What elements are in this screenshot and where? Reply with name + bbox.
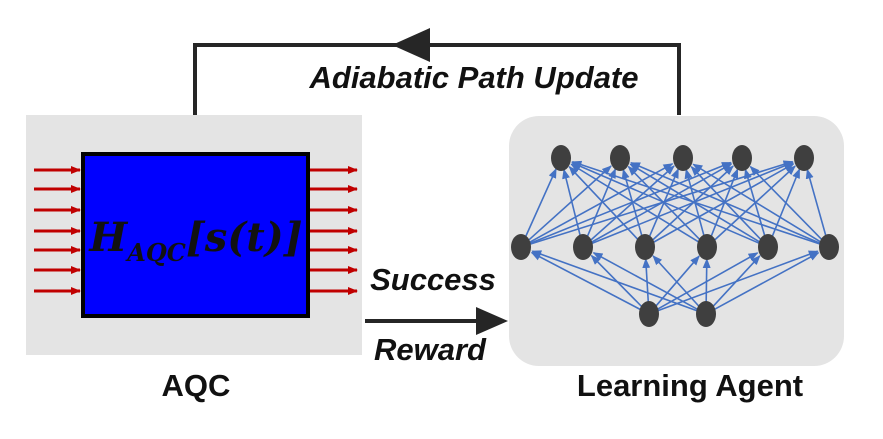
network-edge xyxy=(657,252,759,310)
network-edge xyxy=(651,165,734,241)
network-edge xyxy=(568,165,639,241)
network-edge xyxy=(571,162,760,244)
network-node-hidden xyxy=(573,234,593,260)
feedback-arrow-head-icon xyxy=(392,28,430,62)
aqc-hamiltonian-box xyxy=(81,152,310,318)
network-edge xyxy=(570,163,699,243)
network-edge xyxy=(712,255,761,308)
network-edge xyxy=(621,168,644,238)
network-node-hidden xyxy=(819,234,839,260)
network-edge xyxy=(744,168,766,238)
feedback-path-line xyxy=(193,43,681,115)
network-edge xyxy=(530,251,641,311)
network-node-output xyxy=(732,145,752,171)
network-edge xyxy=(805,168,828,238)
reward-arrow-head-icon xyxy=(476,307,508,335)
learning-agent-block: Learning Agent xyxy=(509,116,844,403)
network-node-output xyxy=(673,145,693,171)
network-node-output xyxy=(551,145,571,171)
feedback-label: Adiabatic Path Update xyxy=(309,60,639,95)
success-label: Success xyxy=(370,262,496,297)
aqc-block: HAQC[s(t)] AQC xyxy=(26,115,362,403)
network-edge xyxy=(658,250,819,312)
output-arrows xyxy=(310,166,358,295)
network-edge xyxy=(630,161,821,244)
network-node-hidden xyxy=(511,234,531,260)
network-edge xyxy=(749,165,823,241)
agent-background xyxy=(509,116,844,366)
network-edge xyxy=(586,168,617,239)
network-edge xyxy=(714,252,820,310)
network-node-input xyxy=(639,301,659,327)
agent-label: Learning Agent xyxy=(577,368,803,403)
hamiltonian-expression: HAQC[s(t)] xyxy=(88,214,302,267)
network-edge xyxy=(524,168,557,239)
network-edge xyxy=(527,165,612,241)
network-edge xyxy=(692,163,821,243)
network-node-hidden xyxy=(697,234,717,260)
network-edge xyxy=(591,163,733,243)
network-edge xyxy=(531,250,697,312)
network-edge xyxy=(592,252,698,310)
input-arrows xyxy=(34,166,81,295)
network-node-hidden xyxy=(758,234,778,260)
network-node-output xyxy=(794,145,814,171)
network-edge xyxy=(702,257,711,305)
hamiltonian-subscript: AQC xyxy=(125,238,186,267)
network-node-input xyxy=(696,301,716,327)
network-edge xyxy=(709,168,739,238)
reward-label: Reward xyxy=(374,332,487,367)
network-edge xyxy=(571,160,820,245)
network-node-hidden xyxy=(635,234,655,260)
aqc-label: AQC xyxy=(162,368,231,403)
hamiltonian-argument: [s(t)] xyxy=(186,214,303,261)
network-edge xyxy=(652,255,700,308)
hamiltonian-symbol: H xyxy=(88,214,128,261)
network-nodes xyxy=(511,145,839,327)
network-node-output xyxy=(610,145,630,171)
network-edge xyxy=(562,168,582,238)
feedback-loop: Adiabatic Path Update xyxy=(193,28,681,115)
network-edges xyxy=(524,160,828,312)
reward-connection: Success Reward xyxy=(365,262,508,367)
